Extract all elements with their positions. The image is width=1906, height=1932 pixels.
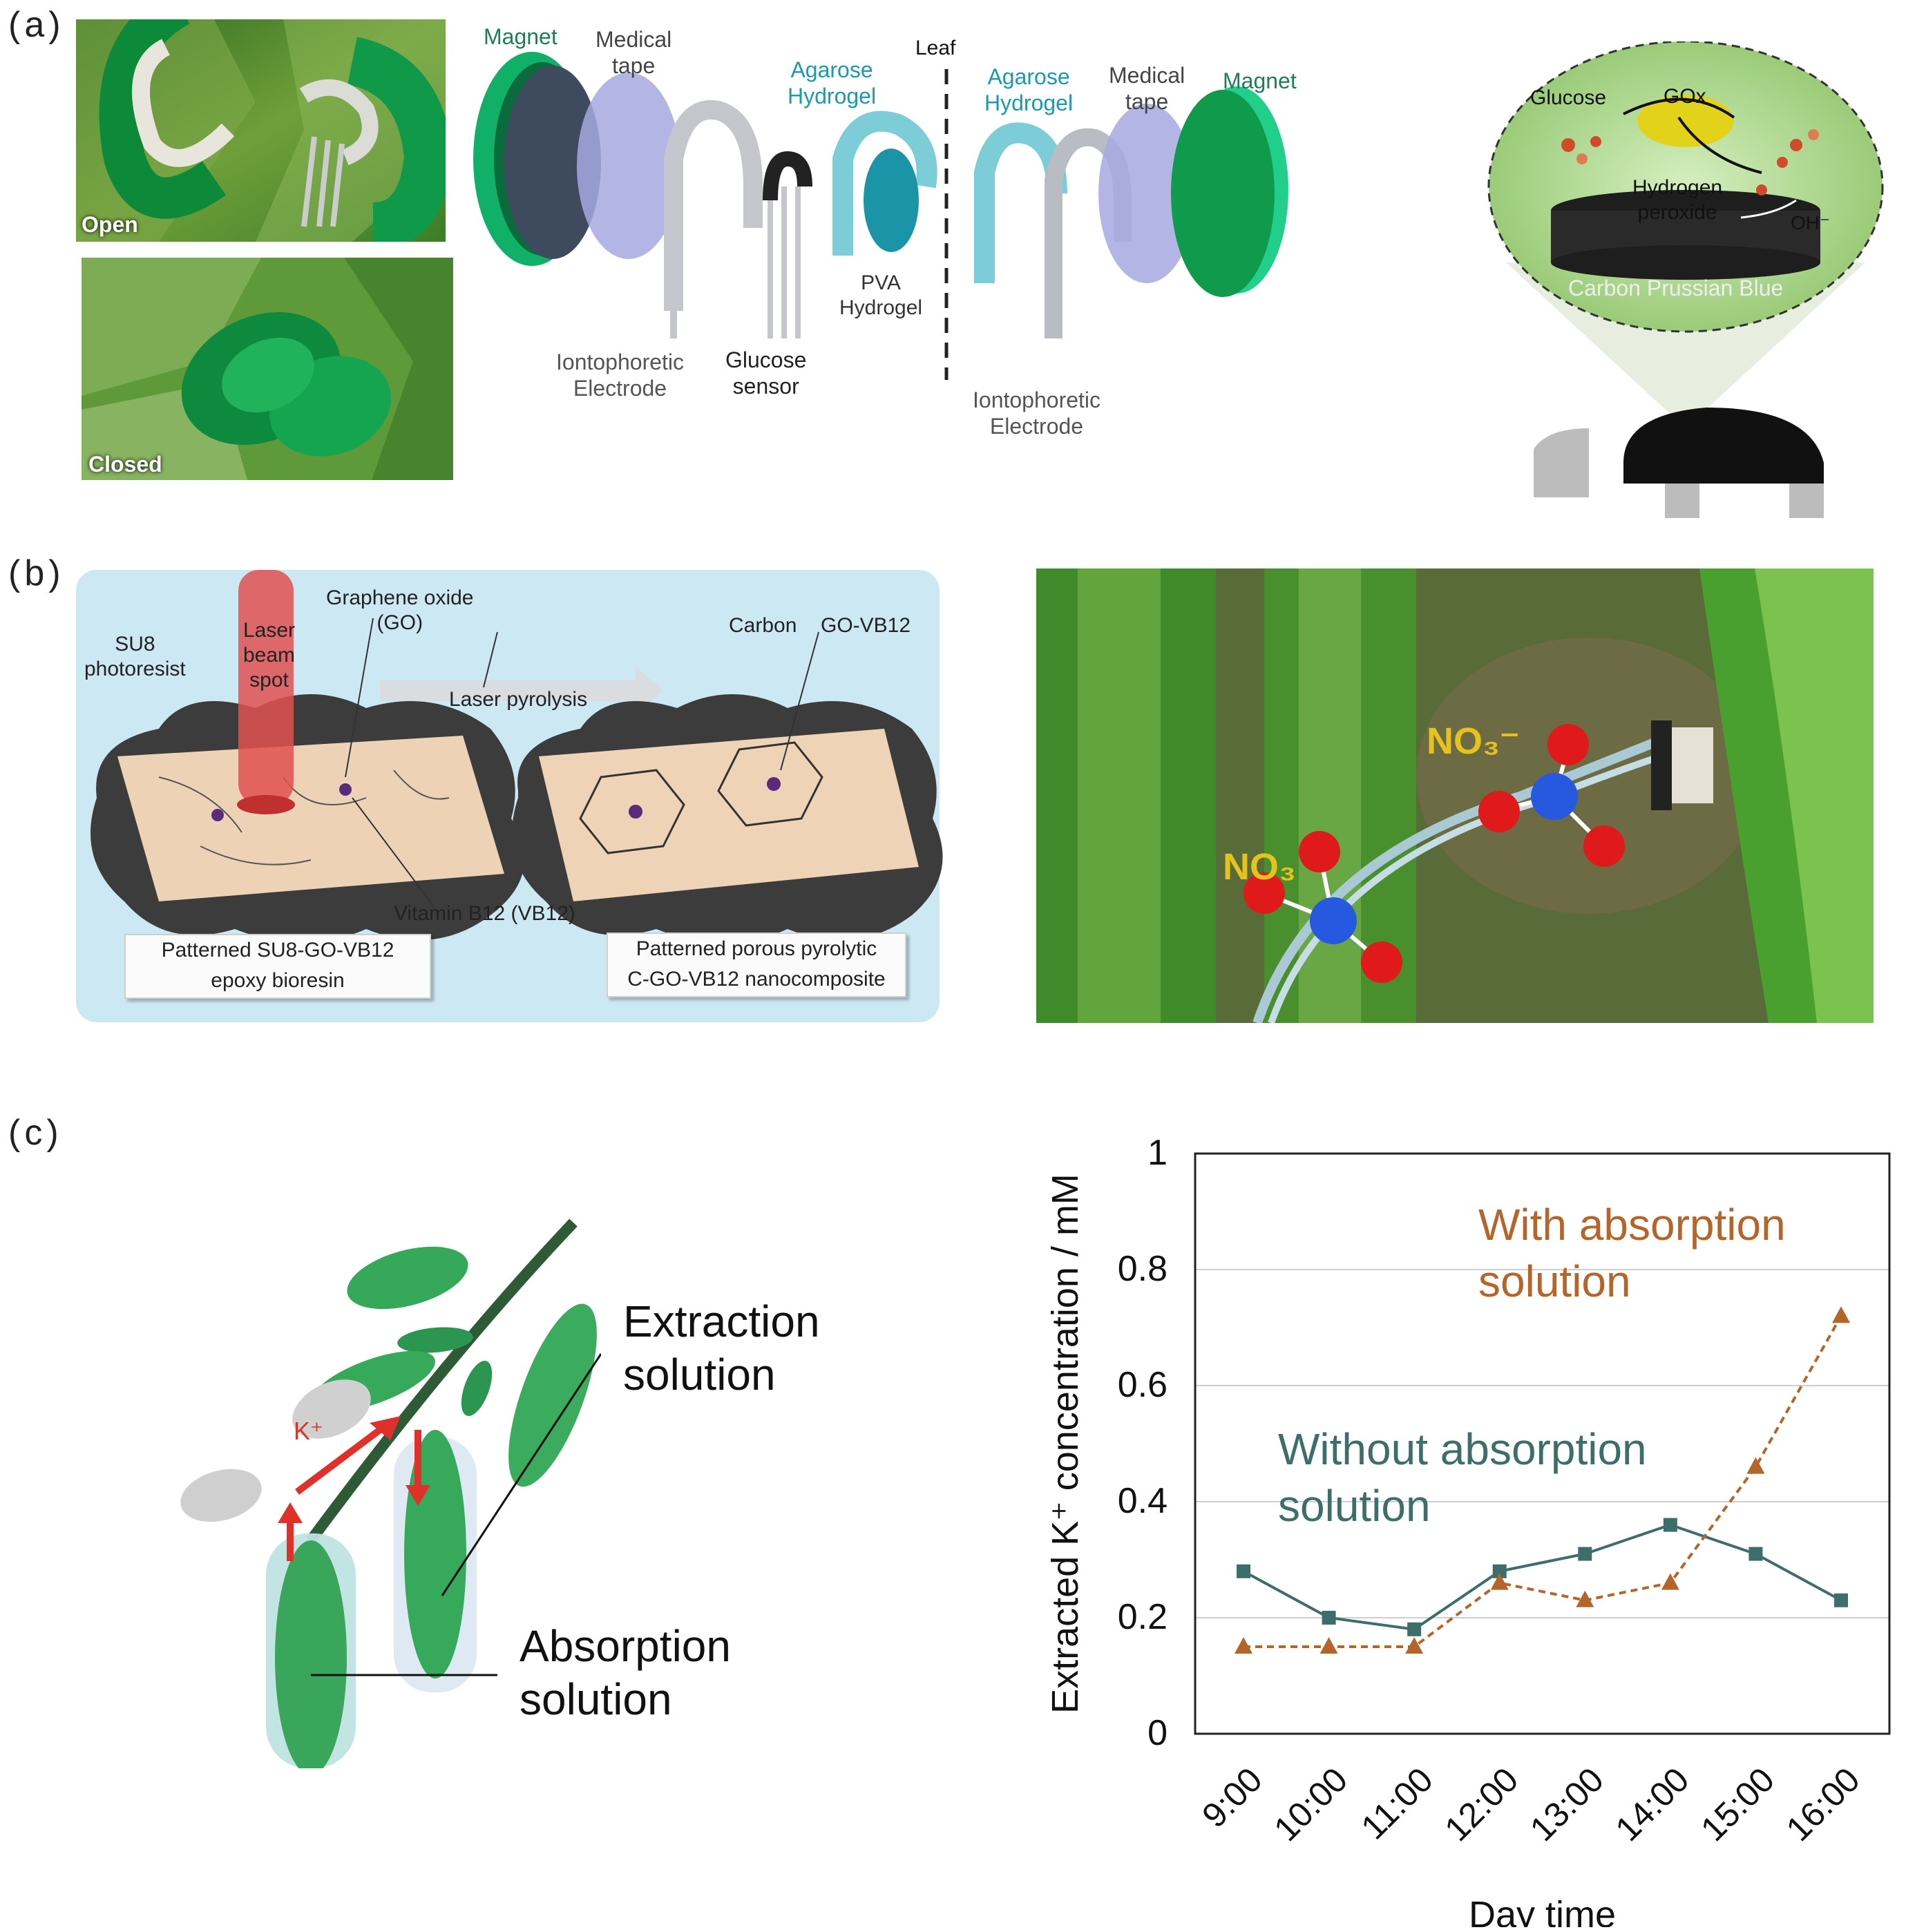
y-tick-label: 0.4	[1118, 1481, 1168, 1521]
photo-nitrate-sensor: NO₃⁻ NO₃	[1036, 568, 1874, 1023]
photo-sensor-open: Open	[76, 19, 446, 242]
y-tick-label: 0	[1147, 1713, 1168, 1753]
data-point	[1746, 1457, 1765, 1474]
plot-area	[1194, 1152, 1891, 1735]
y-tick-label: 1	[1147, 1133, 1168, 1173]
label-laser-pyrolysis: Laser pyrolysis	[449, 688, 588, 711]
label-su8-photoresist: SU8 photoresist	[84, 633, 186, 680]
label-iontophoretic-left: Iontophoretic Electrode	[556, 350, 685, 401]
data-point	[1576, 1590, 1594, 1607]
data-point	[1661, 1573, 1679, 1590]
photo-label-open: Open	[82, 212, 138, 237]
y-tick-label: 0.8	[1118, 1249, 1168, 1289]
label-box-su8-go-vb12: Patterned SU8-GO-VB12 epoxy bioresin	[124, 934, 431, 999]
photo-sensor-closed: Closed	[82, 258, 453, 480]
data-point	[1490, 1573, 1509, 1590]
series-label: solution	[1478, 1256, 1631, 1306]
series-line	[1243, 1315, 1842, 1648]
y-tick-label: 0.6	[1118, 1365, 1168, 1405]
label-oh: OH⁻	[1791, 212, 1830, 233]
label-no3-left: NO₃	[1223, 846, 1296, 888]
label-magnet-left: Magnet	[484, 24, 557, 49]
data-point	[1235, 1637, 1252, 1654]
data-point	[1663, 1518, 1677, 1532]
x-tick-label: 10:00	[1266, 1760, 1355, 1848]
label-leaf: Leaf	[915, 37, 956, 59]
data-point	[1319, 1637, 1338, 1654]
label-agarose-left: Agarose Hydrogel	[788, 57, 877, 109]
x-tick-label: 16:00	[1779, 1760, 1867, 1848]
x-axis-title: Day time	[1469, 1894, 1616, 1927]
series-label: Without absorption	[1278, 1424, 1647, 1474]
label-hydrogen-peroxide: Hydrogen peroxide	[1632, 176, 1723, 224]
photo-label-closed: Closed	[88, 452, 162, 477]
label-box-porous-nanocomposite: Patterned porous pyrolytic C-GO-VB12 nan…	[607, 932, 906, 997]
data-point	[1237, 1564, 1250, 1578]
label-go-vb12: GO-VB12	[821, 614, 911, 637]
series-line	[1243, 1523, 1842, 1631]
k-concentration-chart: 0 0.2 0.4 0.6 0.8 1 9:0010:0011:0012:0013:0014…	[1045, 1133, 1891, 1927]
label-carbon-prussian-blue: Carbon Prussian Blue	[1568, 276, 1784, 300]
label-pva-hydrogel: PVA Hydrogel	[839, 271, 923, 319]
data-point	[1405, 1637, 1424, 1654]
label-vitamin-b12: Vitamin B12 (VB12)	[394, 902, 575, 925]
label-carbon: Carbon	[729, 614, 797, 637]
x-tick-label: 15:00	[1693, 1760, 1782, 1848]
label-graphene-oxide: Graphene oxide (GO)	[326, 586, 474, 634]
label-k-plus: K⁺	[294, 1417, 324, 1445]
x-tick-label: 11:00	[1353, 1760, 1440, 1846]
label-extraction-solution: Extraction solution	[623, 1297, 820, 1399]
panel-b-label: (b)	[8, 553, 65, 593]
label-iontophoretic-right: Iontophoretic Electrode	[973, 388, 1101, 439]
x-tick-label: 14:00	[1608, 1760, 1697, 1848]
label-glucose: Glucose	[1530, 86, 1607, 109]
x-tick-label: 9:00	[1194, 1760, 1269, 1835]
data-point	[1578, 1547, 1592, 1561]
series-label: solution	[1278, 1481, 1431, 1531]
panel-c-label: (c)	[8, 1113, 63, 1153]
glucose-reaction-diagram	[1487, 41, 1884, 518]
y-tick-label: 0.2	[1118, 1597, 1168, 1637]
label-gox: GOx	[1664, 85, 1706, 108]
x-tick-label: 12:00	[1437, 1760, 1525, 1848]
data-point	[1407, 1622, 1422, 1636]
laser-pyrolysis-diagram	[76, 570, 943, 1022]
data-point	[1834, 1593, 1848, 1607]
label-agarose-right: Agarose Hydrogel	[984, 64, 1074, 116]
data-point	[1492, 1564, 1507, 1578]
y-axis-title: Extracted K⁺ concentration / mM	[1045, 1174, 1086, 1714]
label-medical-tape-right: Medical tape	[1109, 63, 1185, 115]
label-magnet-right: Magnet	[1223, 68, 1297, 93]
panel-a-label: (a)	[8, 5, 65, 45]
data-point	[1748, 1547, 1763, 1561]
series-label: With absorption	[1478, 1200, 1786, 1250]
data-point	[1832, 1306, 1850, 1323]
label-glucose-sensor: Glucose sensor	[725, 347, 807, 399]
label-no3-right: NO₃⁻	[1427, 720, 1520, 762]
label-medical-tape-left: Medical tape	[595, 27, 672, 79]
exploded-sensor-diagram	[473, 52, 1288, 380]
x-tick-label: 13:00	[1523, 1760, 1611, 1848]
label-absorption-solution: Absorption solution	[520, 1621, 731, 1724]
data-point	[1322, 1611, 1336, 1625]
tube-extraction-diagram	[180, 1218, 601, 1768]
label-laser-beam-spot: Laser beam spot	[243, 619, 296, 691]
